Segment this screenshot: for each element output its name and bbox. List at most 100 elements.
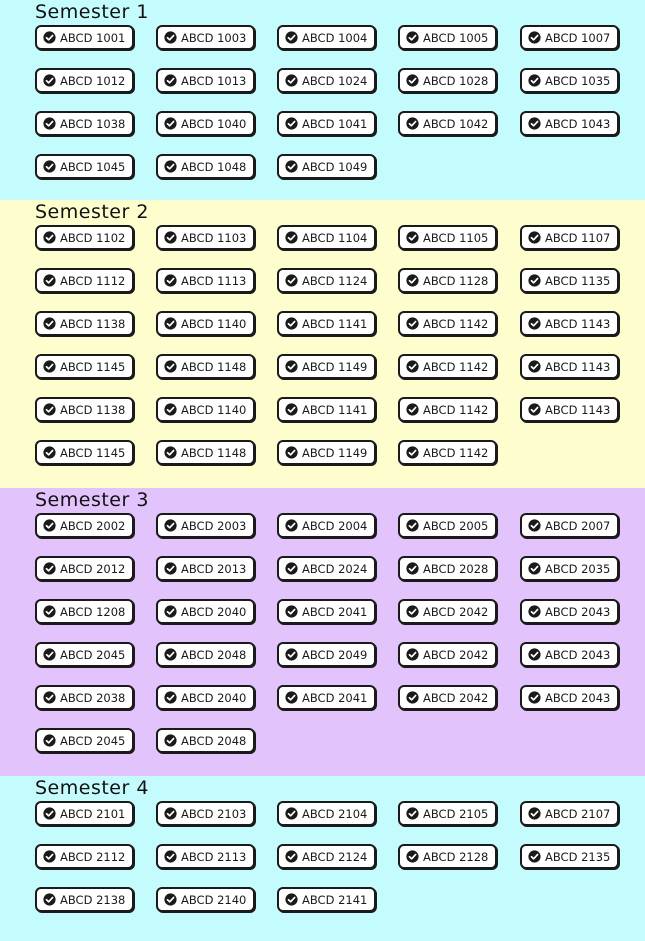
course-badge[interactable]: ABCD 1040 <box>156 111 256 136</box>
course-badge[interactable]: ABCD 2103 <box>156 801 256 826</box>
course-badge[interactable]: ABCD 2002 <box>35 513 135 538</box>
course-badge[interactable]: ABCD 1013 <box>156 68 256 93</box>
course-badge[interactable]: ABCD 1148 <box>156 440 256 465</box>
course-badge[interactable]: ABCD 2113 <box>156 844 256 869</box>
course-label: ABCD 2035 <box>545 561 611 576</box>
course-badge[interactable]: ABCD 2048 <box>156 642 256 667</box>
course-cell: ABCD 2012 <box>35 555 156 598</box>
course-badge[interactable]: ABCD 1043 <box>520 111 620 136</box>
course-badge[interactable]: ABCD 1149 <box>277 440 377 465</box>
course-badge[interactable]: ABCD 1113 <box>156 268 256 293</box>
course-badge[interactable]: ABCD 1149 <box>277 354 377 379</box>
course-badge[interactable]: ABCD 2138 <box>35 887 135 912</box>
course-badge[interactable]: ABCD 1143 <box>520 311 620 336</box>
course-badge[interactable]: ABCD 2024 <box>277 556 377 581</box>
course-badge[interactable]: ABCD 1140 <box>156 397 256 422</box>
course-badge[interactable]: ABCD 1140 <box>156 311 256 336</box>
course-badge[interactable]: ABCD 1142 <box>398 354 498 379</box>
course-badge[interactable]: ABCD 1038 <box>35 111 135 136</box>
course-badge[interactable]: ABCD 1024 <box>277 68 377 93</box>
course-badge[interactable]: ABCD 2043 <box>520 642 620 667</box>
course-badge[interactable]: ABCD 1005 <box>398 25 498 50</box>
course-badge[interactable]: ABCD 1102 <box>35 225 135 250</box>
course-badge[interactable]: ABCD 2041 <box>277 599 377 624</box>
check-circle-icon <box>164 317 177 330</box>
course-badge[interactable]: ABCD 1138 <box>35 397 135 422</box>
course-badge[interactable]: ABCD 2007 <box>520 513 620 538</box>
course-badge[interactable]: ABCD 1135 <box>520 268 620 293</box>
course-badge[interactable]: ABCD 1145 <box>35 354 135 379</box>
course-badge[interactable]: ABCD 1103 <box>156 225 256 250</box>
course-badge[interactable]: ABCD 2038 <box>35 685 135 710</box>
course-cell: ABCD 2045 <box>35 727 156 770</box>
course-badge[interactable]: ABCD 2140 <box>156 887 256 912</box>
course-badge[interactable]: ABCD 1208 <box>35 599 135 624</box>
course-badge[interactable]: ABCD 1049 <box>277 154 377 179</box>
course-badge[interactable]: ABCD 1042 <box>398 111 498 136</box>
course-badge[interactable]: ABCD 1004 <box>277 25 377 50</box>
course-badge[interactable]: ABCD 1104 <box>277 225 377 250</box>
course-badge[interactable]: ABCD 1142 <box>398 440 498 465</box>
course-badge[interactable]: ABCD 1141 <box>277 397 377 422</box>
course-label: ABCD 2007 <box>545 518 611 533</box>
course-badge[interactable]: ABCD 2105 <box>398 801 498 826</box>
course-badge[interactable]: ABCD 2013 <box>156 556 256 581</box>
course-badge[interactable]: ABCD 1107 <box>520 225 620 250</box>
course-badge[interactable]: ABCD 1041 <box>277 111 377 136</box>
course-label: ABCD 2038 <box>60 690 126 705</box>
course-badge[interactable]: ABCD 2042 <box>398 642 498 667</box>
course-badge[interactable]: ABCD 2101 <box>35 801 135 826</box>
course-badge[interactable]: ABCD 2107 <box>520 801 620 826</box>
course-badge[interactable]: ABCD 1145 <box>35 440 135 465</box>
course-label: ABCD 2105 <box>423 806 489 821</box>
course-badge[interactable]: ABCD 2043 <box>520 599 620 624</box>
course-badge[interactable]: ABCD 2040 <box>156 599 256 624</box>
course-badge[interactable]: ABCD 1012 <box>35 68 135 93</box>
course-badge[interactable]: ABCD 2048 <box>156 728 256 753</box>
course-badge[interactable]: ABCD 1138 <box>35 311 135 336</box>
course-badge[interactable]: ABCD 1045 <box>35 154 135 179</box>
check-circle-icon <box>285 648 298 661</box>
course-badge[interactable]: ABCD 2124 <box>277 844 377 869</box>
course-label: ABCD 2128 <box>423 849 489 864</box>
course-badge[interactable]: ABCD 1128 <box>398 268 498 293</box>
course-badge[interactable]: ABCD 1001 <box>35 25 135 50</box>
course-badge[interactable]: ABCD 2041 <box>277 685 377 710</box>
course-badge[interactable]: ABCD 1003 <box>156 25 256 50</box>
course-badge[interactable]: ABCD 1007 <box>520 25 620 50</box>
course-badge[interactable]: ABCD 2135 <box>520 844 620 869</box>
course-badge[interactable]: ABCD 2042 <box>398 599 498 624</box>
course-badge[interactable]: ABCD 2049 <box>277 642 377 667</box>
course-badge[interactable]: ABCD 2045 <box>35 642 135 667</box>
course-badge[interactable]: ABCD 2104 <box>277 801 377 826</box>
course-badge[interactable]: ABCD 1141 <box>277 311 377 336</box>
course-badge[interactable]: ABCD 2005 <box>398 513 498 538</box>
course-badge[interactable]: ABCD 1124 <box>277 268 377 293</box>
course-badge[interactable]: ABCD 1143 <box>520 397 620 422</box>
course-badge[interactable]: ABCD 1028 <box>398 68 498 93</box>
course-badge[interactable]: ABCD 1035 <box>520 68 620 93</box>
course-badge[interactable]: ABCD 2128 <box>398 844 498 869</box>
course-badge[interactable]: ABCD 1143 <box>520 354 620 379</box>
check-circle-icon <box>43 893 56 906</box>
course-badge[interactable]: ABCD 2028 <box>398 556 498 581</box>
course-badge[interactable]: ABCD 1142 <box>398 397 498 422</box>
course-badge[interactable]: ABCD 2045 <box>35 728 135 753</box>
course-badge[interactable]: ABCD 2042 <box>398 685 498 710</box>
course-badge[interactable]: ABCD 1048 <box>156 154 256 179</box>
course-cell: ABCD 1005 <box>398 24 520 67</box>
course-badge[interactable]: ABCD 1148 <box>156 354 256 379</box>
course-badge[interactable]: ABCD 2040 <box>156 685 256 710</box>
course-badge[interactable]: ABCD 2012 <box>35 556 135 581</box>
check-circle-icon <box>164 231 177 244</box>
course-badge[interactable]: ABCD 1105 <box>398 225 498 250</box>
course-badge[interactable]: ABCD 1112 <box>35 268 135 293</box>
course-badge[interactable]: ABCD 2004 <box>277 513 377 538</box>
course-badge[interactable]: ABCD 2035 <box>520 556 620 581</box>
course-badge[interactable]: ABCD 2141 <box>277 887 377 912</box>
course-badge[interactable]: ABCD 2043 <box>520 685 620 710</box>
course-label: ABCD 2113 <box>181 849 247 864</box>
course-badge[interactable]: ABCD 2112 <box>35 844 135 869</box>
course-badge[interactable]: ABCD 2003 <box>156 513 256 538</box>
course-badge[interactable]: ABCD 1142 <box>398 311 498 336</box>
